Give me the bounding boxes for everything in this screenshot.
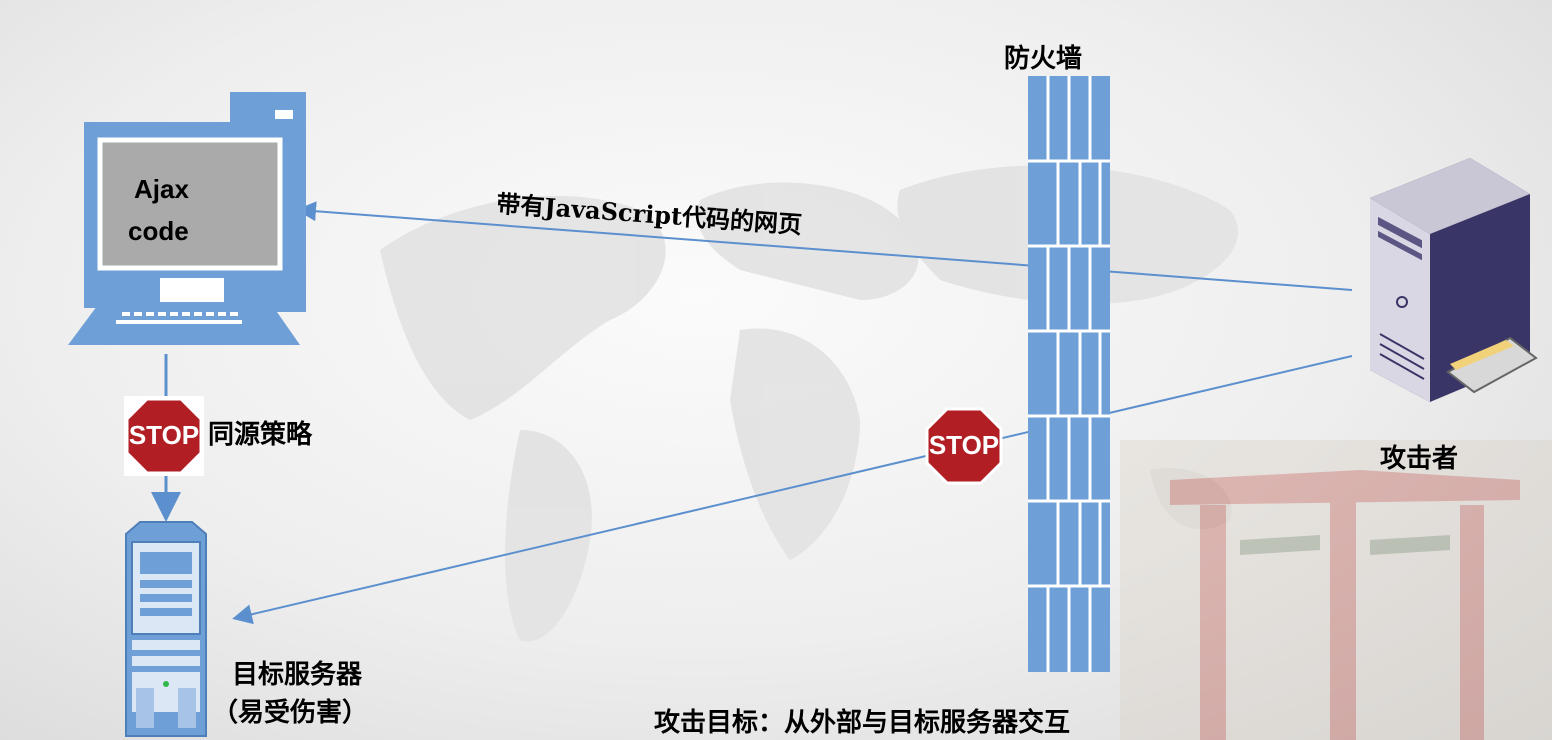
ajax-code-line2: code xyxy=(128,216,189,246)
target-server-label-line2: （易受伤害） xyxy=(212,698,369,728)
firewall-label: 防火墙 xyxy=(1004,44,1083,74)
ajax-code-line1: Ajax xyxy=(134,174,189,204)
firewall-icon xyxy=(1028,76,1110,672)
policy-stop-text: STOP xyxy=(128,420,200,450)
attacker-server-icon xyxy=(1370,158,1538,402)
target-server-label-line1: 目标服务器 xyxy=(232,660,363,690)
target-server-icon xyxy=(125,521,207,737)
webpage-arrow xyxy=(296,201,1353,291)
attack-arrow xyxy=(232,355,1353,625)
client-computer-icon xyxy=(68,92,306,345)
policy-stop-sign: STOP xyxy=(124,396,204,476)
attack-stop-sign: STOP xyxy=(924,406,1004,486)
attack-goal-caption: 攻击目标：从外部与目标服务器交互 xyxy=(654,708,1071,738)
attack-stop-text: STOP xyxy=(928,430,1000,460)
attacker-label: 攻击者 xyxy=(1380,444,1459,474)
same-origin-policy-label: 同源策略 xyxy=(208,420,313,450)
